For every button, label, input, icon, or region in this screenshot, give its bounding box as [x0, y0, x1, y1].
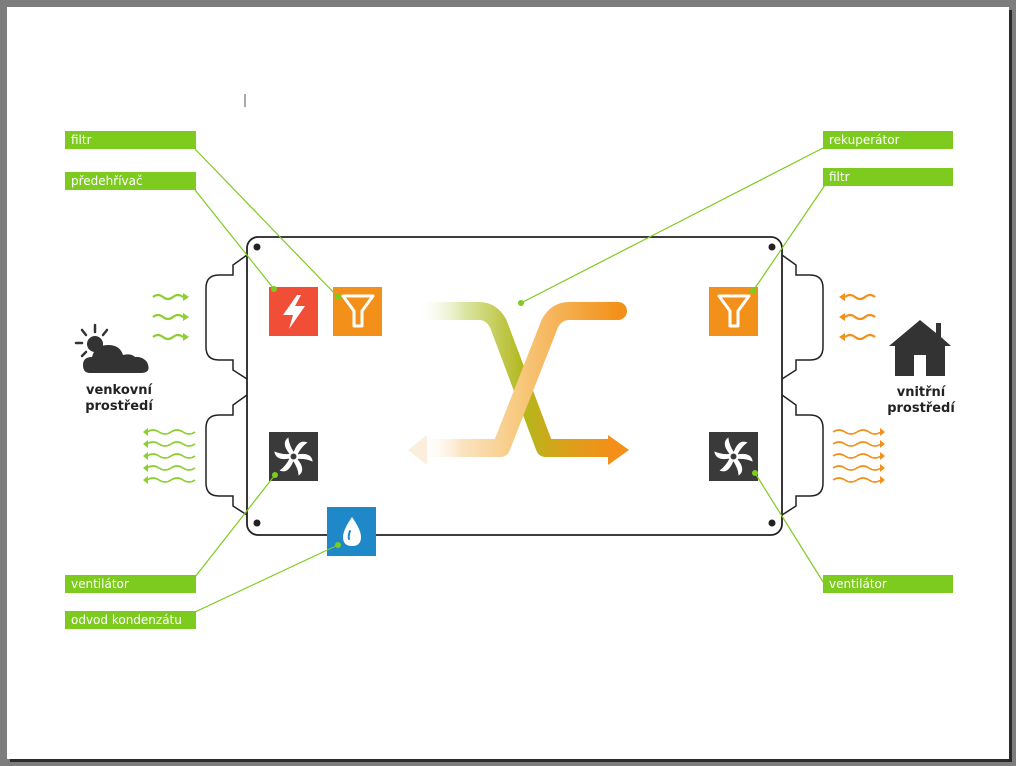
exhaust-out-arrowheads [143, 428, 148, 484]
exhaust-air-arrowhead [408, 435, 427, 465]
outdoor-label-line2: prostředí [85, 399, 153, 414]
label-filtr-right: filtr [823, 168, 953, 186]
label-predehrivac: předehřívač [65, 172, 196, 190]
extract-air-in-waves [844, 293, 876, 341]
house-icon [889, 320, 951, 376]
funnel-filter-icon [709, 287, 758, 336]
sun-cloud-icon [74, 323, 149, 373]
leader-dots [271, 286, 758, 548]
fresh-air-flow [415, 302, 610, 457]
fresh-air-in-arrowheads [183, 293, 189, 341]
leader-lines [194, 146, 826, 613]
outdoor-environment-label: venkovní prostředí [69, 383, 169, 415]
supply-air-out-waves [832, 429, 882, 483]
lightning-icon [269, 287, 318, 336]
supply-air-out-arrowheads [880, 428, 885, 484]
label-rekuperator: rekuperátor [823, 131, 953, 149]
label-ventilator-left: ventilátor [65, 575, 196, 593]
heat-exchanger [408, 302, 629, 465]
indoor-environment-label: vnitřní prostředí [871, 385, 971, 417]
housing-screws [253, 243, 776, 527]
outdoor-label-line1: venkovní [86, 383, 152, 398]
water-drop-icon [327, 507, 376, 556]
fan-icon [709, 432, 758, 481]
duct-left-top [205, 254, 248, 380]
duct-ports [205, 254, 824, 516]
fresh-air-in-waves [152, 293, 184, 341]
duct-left-bottom [205, 394, 248, 516]
diagram-page: filtr předehřívač ventilátor odvod konde… [7, 7, 1009, 759]
label-odvod-kondenzatu: odvod kondenzátu [65, 611, 196, 629]
exhaust-air-flow [414, 302, 627, 457]
duct-right-bottom [781, 394, 824, 516]
indoor-label-line2: prostředí [887, 401, 955, 416]
exhaust-out-waves [146, 429, 196, 483]
recuperator-diagram [74, 94, 951, 613]
indoor-label-line1: vnitřní [896, 385, 946, 400]
label-ventilator-right: ventilátor [823, 575, 953, 593]
funnel-filter-icon [333, 287, 382, 336]
fresh-air-arrowhead [608, 435, 629, 465]
fan-icon [269, 432, 318, 481]
duct-right-top [781, 254, 824, 380]
extract-air-in-arrowheads [839, 293, 845, 341]
label-filtr-left: filtr [65, 131, 196, 149]
